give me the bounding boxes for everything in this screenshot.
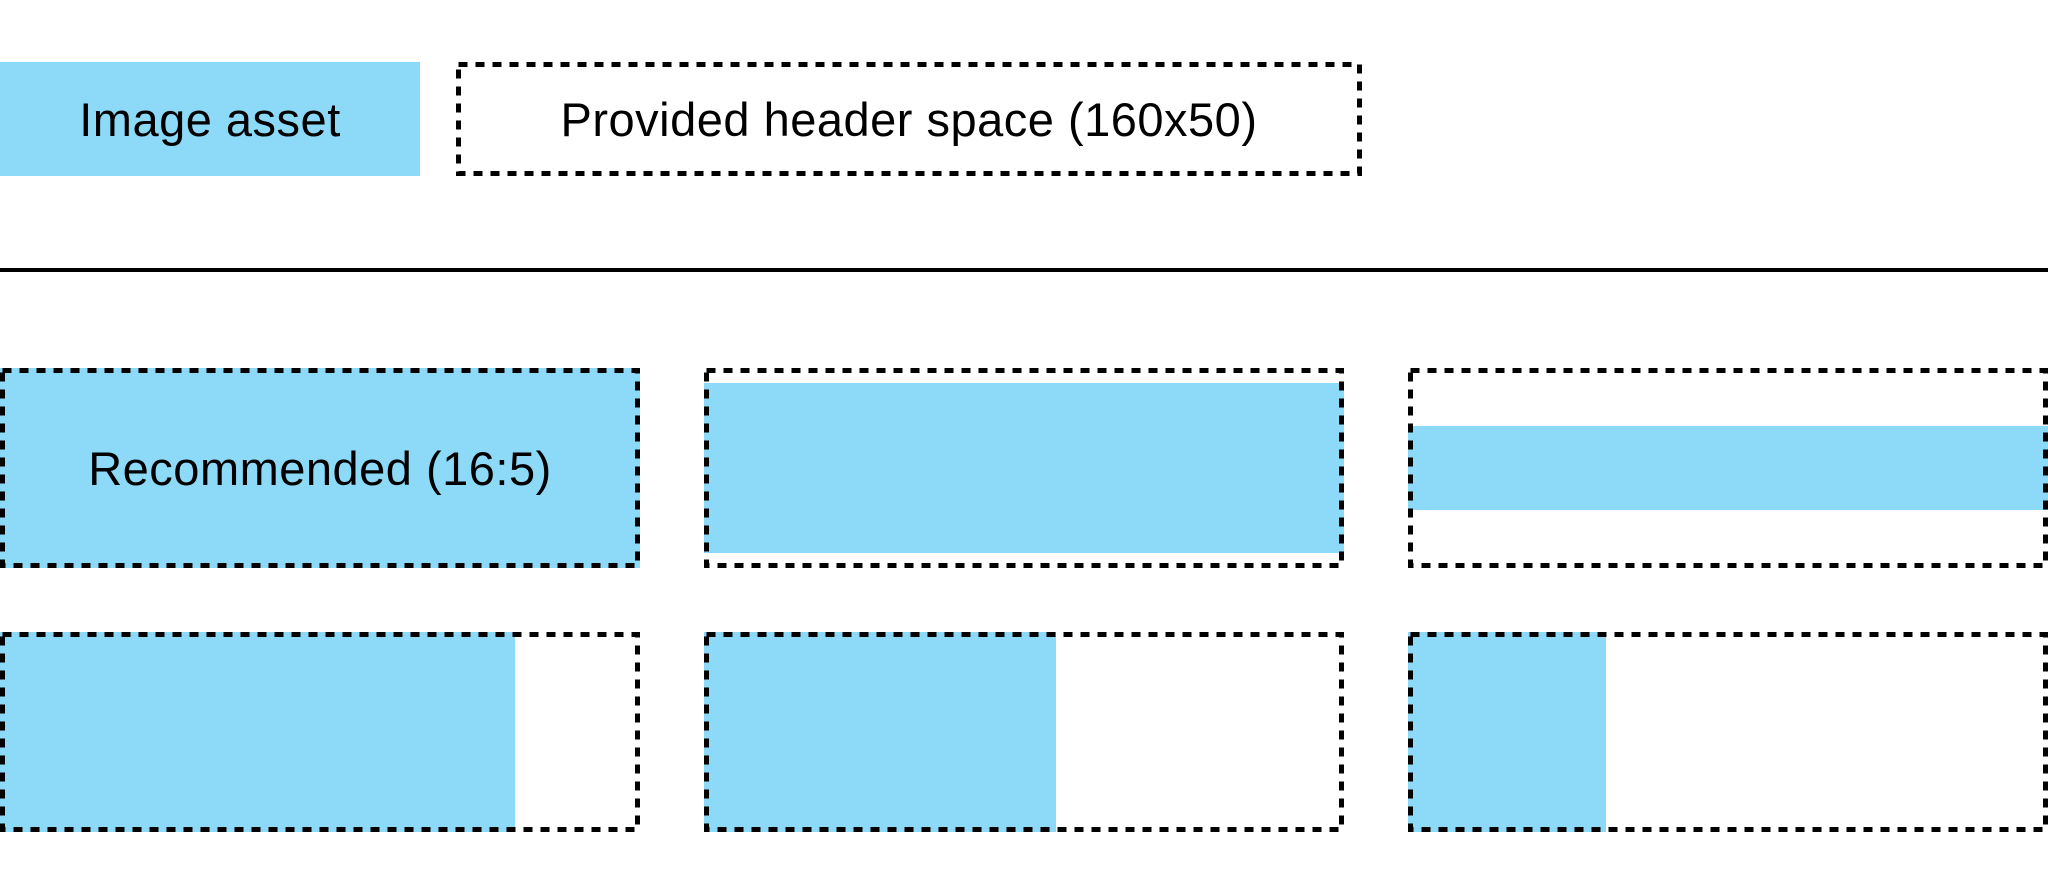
header-space-demo-very-wide bbox=[1408, 368, 2048, 568]
image-asset-swatch: Image asset bbox=[0, 62, 420, 176]
fill-area bbox=[704, 368, 1344, 568]
header-space-demo-recommended: Recommended (16:5) bbox=[0, 368, 640, 568]
fill-area bbox=[0, 632, 640, 832]
image-asset-label: Image asset bbox=[79, 92, 341, 146]
provided-header-space-label: Provided header space (160x50) bbox=[560, 92, 1258, 146]
image-asset-fill bbox=[704, 632, 1056, 832]
provided-header-space-box: Provided header space (160x50) bbox=[456, 62, 1362, 176]
image-asset-fill bbox=[0, 632, 516, 832]
section-divider bbox=[0, 268, 2048, 272]
image-asset-fill bbox=[1408, 632, 1607, 832]
recommended-label: Recommended (16:5) bbox=[88, 441, 552, 495]
fill-area bbox=[704, 632, 1344, 832]
header-space-demo-square bbox=[1408, 632, 2048, 832]
image-asset-fill bbox=[704, 383, 1344, 553]
fill-area bbox=[1408, 368, 2048, 568]
header-space-demo-wide bbox=[704, 368, 1344, 568]
header-space-demo-16-9 bbox=[704, 632, 1344, 832]
image-asset-fill bbox=[1408, 426, 2048, 510]
fill-area bbox=[1408, 632, 2048, 832]
header-space-demo-narrow bbox=[0, 632, 640, 832]
